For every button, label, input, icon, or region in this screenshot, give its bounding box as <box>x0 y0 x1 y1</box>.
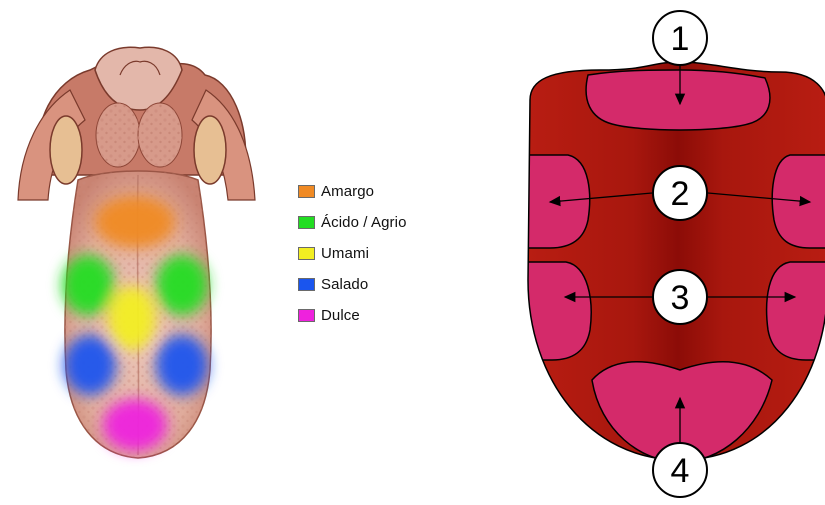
taste-region-sour-left <box>62 255 114 315</box>
taste-legend: Amargo Ácido / Agrio Umami Salado Dulce <box>298 176 407 331</box>
legend-label: Dulce <box>321 307 360 324</box>
legend-item: Dulce <box>298 300 407 331</box>
right-tonsil <box>194 116 226 184</box>
taste-region-sweet <box>103 399 167 451</box>
taste-region-umami <box>108 286 156 350</box>
legend-label: Umami <box>321 245 369 262</box>
legend-swatch <box>298 278 315 291</box>
legend-swatch <box>298 216 315 229</box>
legend-item: Amargo <box>298 176 407 207</box>
taste-region-sour-right <box>156 255 208 315</box>
legend-label: Salado <box>321 276 368 293</box>
legend-item: Ácido / Agrio <box>298 207 407 238</box>
legend-item: Salado <box>298 269 407 300</box>
legend-label: Amargo <box>321 183 374 200</box>
left-tonsil <box>50 116 82 184</box>
legend-label: Ácido / Agrio <box>321 214 407 231</box>
legend-swatch <box>298 247 315 260</box>
legend-swatch <box>298 185 315 198</box>
taste-region-salty-right <box>156 335 208 395</box>
taste-region-bitter <box>95 196 175 248</box>
taste-region-salty-left <box>64 335 116 395</box>
legend-swatch <box>298 309 315 322</box>
legend-item: Umami <box>298 238 407 269</box>
